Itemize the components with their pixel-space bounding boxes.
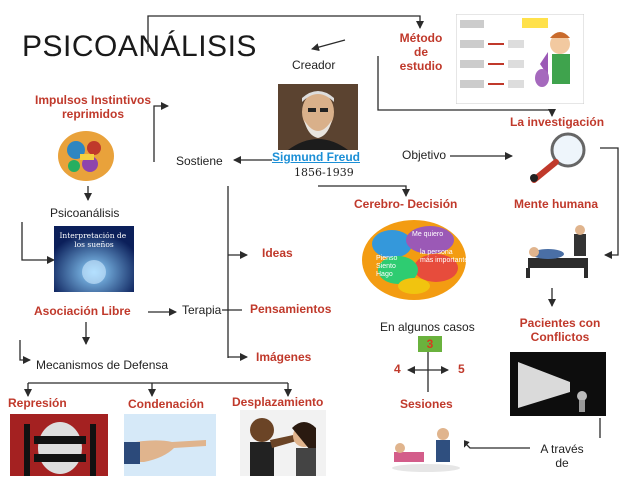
label-objetivo: Objetivo [402, 148, 447, 162]
desplazamiento-drawing [240, 410, 326, 476]
label-casos: En algunos casos [380, 320, 475, 334]
desplazamiento-image [240, 410, 326, 476]
represion-image [10, 414, 108, 476]
label-pacientes: Pacientes con Conflictos [519, 316, 601, 344]
magnifier-image [516, 130, 600, 186]
line-to-creador [311, 39, 346, 52]
metodo-diagram-drawing [456, 14, 584, 104]
line-top-to-metodo [147, 15, 424, 52]
label-impulsos: Impulsos Instintivos reprimidos [34, 93, 151, 121]
svg-text:Me quiero Pienso: Me quiero Pienso Siento Hago la persona … [376, 231, 468, 278]
represion-drawing [10, 414, 108, 476]
therapy-couch-image [518, 218, 602, 284]
label-sesiones: Sesiones [400, 397, 453, 411]
sesiones-image [388, 414, 464, 474]
label-imagenes: Imágenes [256, 350, 312, 364]
line-sostiene-to-impulsos [153, 102, 169, 162]
label-pensamientos: Pensamientos [250, 302, 332, 316]
freud-portrait [278, 84, 358, 150]
light-dark-drawing [510, 352, 606, 416]
label-mecanismos: Mecanismos de Defensa [36, 358, 169, 372]
brain-word-5: la persona [420, 249, 453, 256]
line-psico-to-image [21, 222, 55, 264]
label-asociacion: Asociación Libre [34, 304, 131, 318]
line-to-cerebro [318, 185, 410, 197]
brain-word-4: Hago [376, 271, 393, 278]
label-terapia: Terapia [182, 303, 222, 317]
therapy-couch-drawing [518, 218, 602, 284]
label-5: 5 [458, 362, 465, 376]
freud-portrait-drawing [278, 84, 358, 150]
label-freud: Sigmund Freud [272, 150, 360, 164]
book-title-line-2: los sueños [74, 240, 114, 249]
label-condenacion: Condenación [128, 397, 205, 411]
label-desplazamiento: Desplazamiento [232, 395, 324, 409]
label-represion: Represión [8, 396, 67, 410]
svg-text:Interpretación de los: Interpretación de los sueños [59, 231, 128, 249]
line-right-to-mente [600, 147, 619, 259]
condenacion-drawing [124, 414, 216, 476]
brain-word-2: Pienso [376, 255, 398, 262]
label-years: 1856-1939 [294, 166, 354, 179]
colorful-brain-image: Me quiero Pienso Siento Hago la persona … [358, 214, 470, 306]
label-sostiene: Sostiene [176, 154, 223, 168]
book-title-line-1: Interpretación de [59, 231, 126, 240]
brain-word-3: Siento [376, 263, 396, 270]
label-psicoanalisis: Psicoanálisis [50, 206, 120, 220]
line-metodo-to-investigacion [377, 56, 556, 117]
label-metodo: Método de estudio [399, 31, 443, 73]
book-image: Interpretación de los sueños [54, 226, 134, 292]
badge-3: 3 [418, 336, 442, 352]
label-creador: Creador [292, 58, 336, 72]
label-a-traves-de: A través de [540, 442, 584, 470]
label-cerebro: Cerebro- Decisión [354, 197, 458, 211]
book-drawing: Interpretación de los sueños [54, 226, 134, 292]
metodo-diagram-image [456, 14, 584, 104]
light-dark-image [510, 352, 606, 416]
line-traves-to-sesiones [461, 439, 530, 449]
brain-gears-drawing [54, 128, 118, 184]
colorful-brain-drawing: Me quiero Pienso Siento Hago la persona … [358, 214, 470, 306]
line-to-mecanismos [19, 340, 31, 364]
magnifier-drawing [516, 130, 600, 186]
label-4: 4 [394, 362, 401, 376]
slide-title: PSICOANÁLISIS [22, 30, 257, 63]
brain-word-6: más importante [420, 257, 468, 264]
condenacion-image [124, 414, 216, 476]
sesiones-drawing [388, 414, 464, 474]
label-ideas: Ideas [262, 246, 293, 260]
brain-gears-image [54, 128, 118, 184]
brain-word-1: Me quiero [412, 231, 443, 238]
label-investigacion: La investigación [510, 115, 605, 129]
label-mente: Mente humana [514, 197, 599, 211]
